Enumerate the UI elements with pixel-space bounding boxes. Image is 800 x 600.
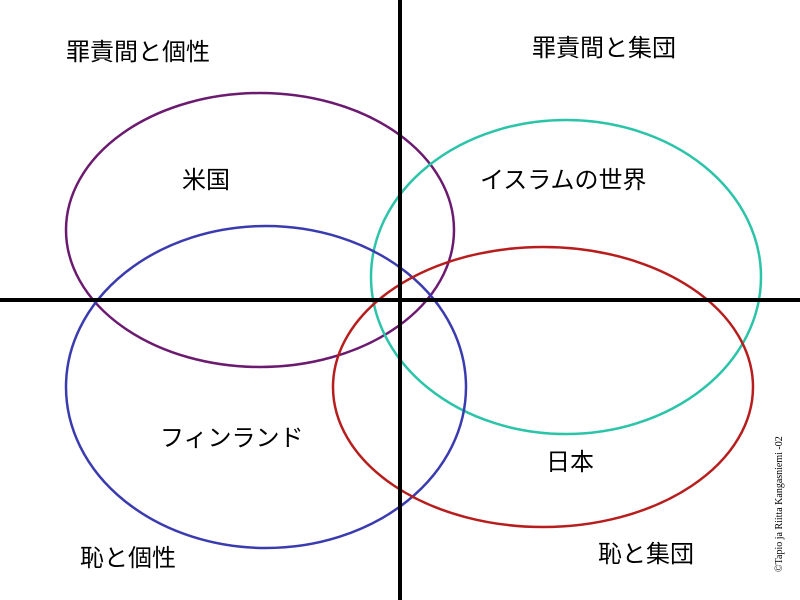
quadrant-label-bottom-left: 恥と個性 [80,544,176,572]
region-label-japan: 日本 [546,448,594,476]
quadrant-label-top-right: 罪責間と集団 [532,34,676,62]
finland-ellipse [64,224,468,550]
region-label-finland: フィンランド [160,424,304,452]
quadrant-label-bottom-right: 恥と集団 [598,540,694,568]
region-label-usa: 米国 [182,166,230,194]
islam-ellipse [369,118,763,436]
usa-ellipse [64,91,456,369]
region-label-islam: イスラムの世界 [480,166,647,194]
japan-ellipse [331,245,755,529]
copyright-credit: ©Tapio ja Riitta Kangasniemi -02 [774,436,785,572]
quadrant-label-top-left: 罪責間と個性 [66,38,210,66]
